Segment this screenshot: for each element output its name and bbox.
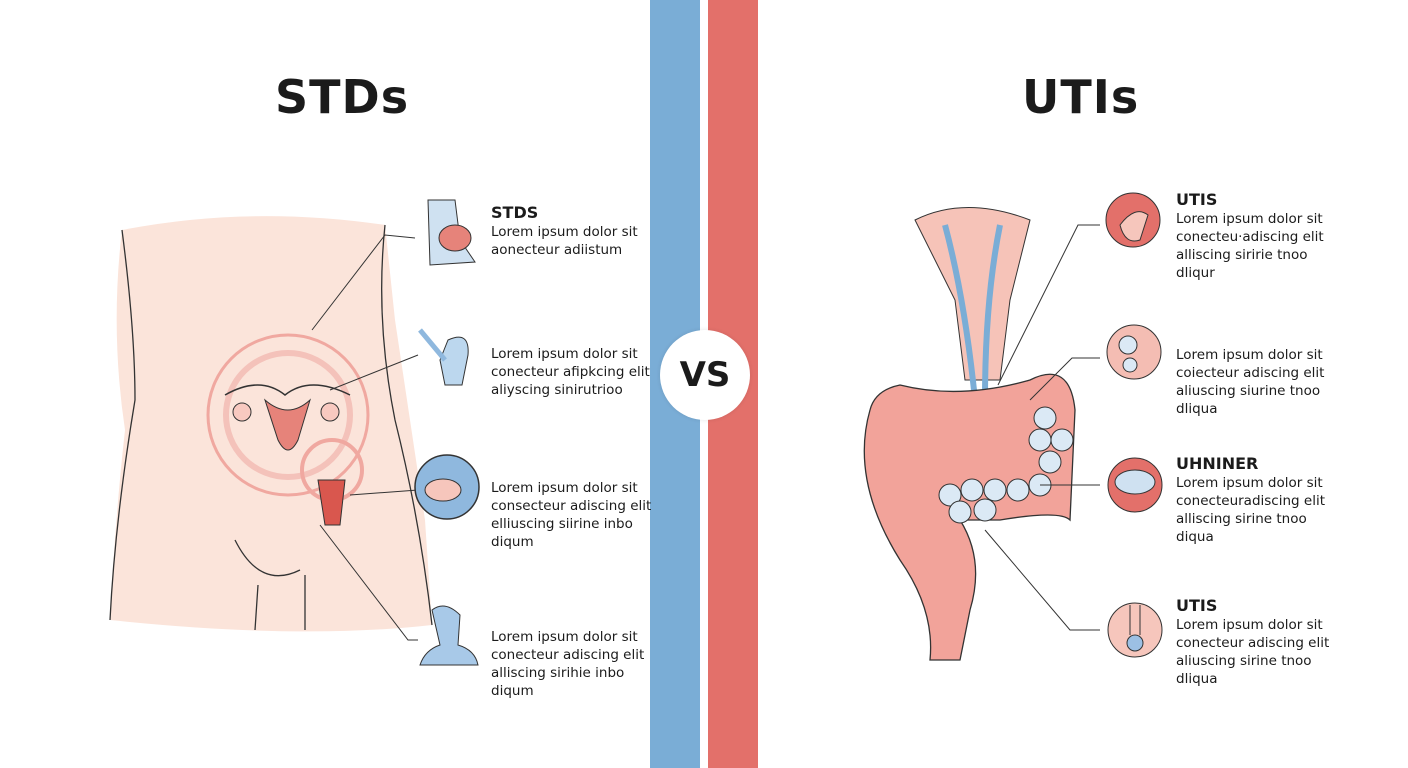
uti-item-4: UTIS Lorem ipsum dolor sit conecteur adi… [1176, 596, 1336, 688]
heart-organ-icon [427, 199, 476, 266]
item-text: Lorem ipsum dolor sit [491, 480, 638, 496]
uti-item-2: Lorem ipsum dolor sit coiecteur adiscing… [1176, 346, 1336, 418]
std-item-3: Lorem ipsum dolor sit consecteur adiscin… [491, 479, 651, 551]
item-text: Lorem ipsum dolor sit [491, 224, 638, 240]
item-text: conecteur adiscing elit [1176, 635, 1330, 651]
item-text: Lorem ipsum dolor sit [1176, 347, 1323, 363]
torso-illustration [109, 216, 433, 641]
right-title: UTIs [1022, 70, 1140, 124]
std-item-4: Lorem ipsum dolor sit conecteur adiscing… [491, 628, 651, 700]
item-text: aliuscing sirine tnoo [1176, 653, 1312, 669]
item-heading: UTIS [1176, 596, 1218, 615]
item-text: dliqur [1176, 265, 1215, 281]
urinary-tract-illustration [863, 207, 1100, 661]
item-heading: UHNINER [1176, 454, 1259, 473]
std-item-2: Lorem ipsum dolor sit conecteur afipkcin… [491, 345, 651, 399]
item-text: diqum [491, 683, 534, 699]
uti-item-1: UTIS Lorem ipsum dolor sit conecteu·adis… [1176, 190, 1336, 282]
urethra-circle-icon [1107, 602, 1163, 658]
bacteria-circle-icon [1106, 324, 1162, 380]
item-text: Lorem ipsum dolor sit [1176, 211, 1323, 227]
item-text: conecteuradiscing elit [1176, 493, 1325, 509]
fallopian-tube-icon [418, 328, 469, 386]
item-text: Lorem ipsum dolor sit [1176, 617, 1323, 633]
item-text: elliuscing siirine inbo [491, 516, 633, 532]
item-text: dliqua [1176, 671, 1218, 687]
item-text: diqua [1176, 529, 1214, 545]
vs-badge: VS [660, 330, 750, 420]
left-title: STDs [275, 70, 410, 124]
item-text: Lorem ipsum dolor sit [1176, 475, 1323, 491]
item-text: Lorem ipsum dolor sit [491, 629, 638, 645]
item-text: alliscing sirihie inbo [491, 665, 625, 681]
item-text: diqum [491, 534, 534, 550]
std-item-1: STDS Lorem ipsum dolor sit aonecteur adi… [491, 203, 651, 259]
item-text: aliuscing siurine tnoo [1176, 383, 1321, 399]
item-text: alliscing sirine tnoo [1176, 511, 1307, 527]
ovary-circle-icon [414, 454, 480, 520]
bladder-tract-icon [419, 605, 479, 666]
item-text: aliyscing sinirutrioo [491, 382, 623, 398]
item-text: dliqua [1176, 401, 1218, 417]
kidney-circle-icon [1105, 192, 1161, 248]
item-text: conecteur adiscing elit [491, 647, 645, 663]
item-text: conecteu·adiscing elit [1176, 229, 1324, 245]
item-text: coiecteur adiscing elit [1176, 365, 1325, 381]
item-heading: STDS [491, 203, 539, 222]
item-text: aonecteur adiistum [491, 242, 623, 258]
item-text: Lorem ipsum dolor sit [491, 346, 638, 362]
item-text: alliscing siririe tnoo [1176, 247, 1308, 263]
uti-item-3: UHNINER Lorem ipsum dolor sit conecteura… [1176, 454, 1336, 546]
item-heading: UTIS [1176, 190, 1218, 209]
bladder-circle-icon [1107, 457, 1163, 513]
item-text: conecteur afipkcing elit [491, 364, 650, 380]
item-text: consecteur adiscing elit [491, 498, 652, 514]
